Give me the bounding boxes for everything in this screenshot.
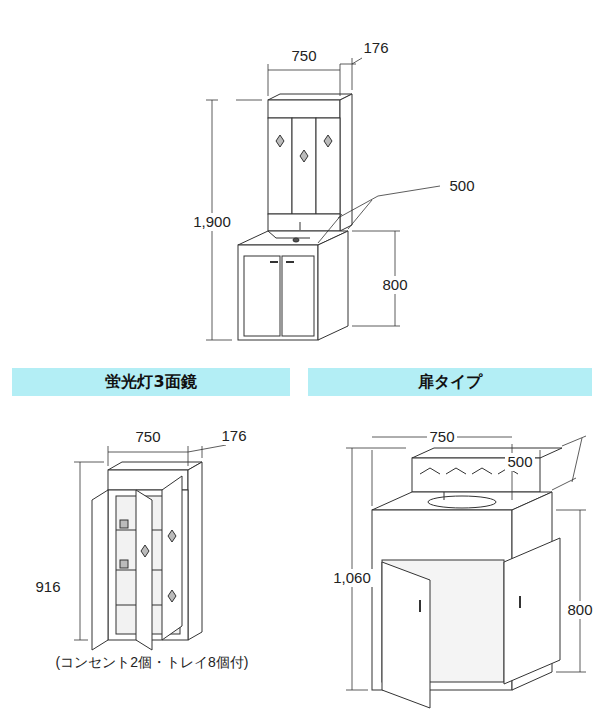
dimension-depth: 500 — [447, 177, 476, 195]
dimension-width: 750 — [427, 428, 456, 446]
dimension-height: 800 — [380, 276, 409, 294]
section-band: 扉タイプ — [308, 368, 592, 396]
dimension-height: 800 — [565, 601, 594, 619]
dimension-height: 1,900 — [191, 213, 233, 231]
section-title: 扉タイプ — [418, 372, 482, 393]
dimension-width: 750 — [133, 428, 162, 446]
caption-note: (コンセント2個・トレイ8個付) — [54, 653, 251, 671]
dimension-height: 1,060 — [331, 569, 373, 587]
vanity-unit — [206, 58, 440, 340]
dimension-height: 916 — [33, 578, 62, 596]
section-band: 蛍光灯3面鏡 — [12, 368, 290, 396]
door-cabinet — [346, 436, 586, 708]
mirror-cabinet — [74, 445, 226, 650]
dimension-depth: 500 — [505, 453, 534, 471]
section-title: 蛍光灯3面鏡 — [105, 372, 196, 393]
dimension-depth: 176 — [219, 427, 248, 445]
dimension-depth: 176 — [361, 39, 390, 57]
dimension-width: 750 — [289, 47, 318, 65]
